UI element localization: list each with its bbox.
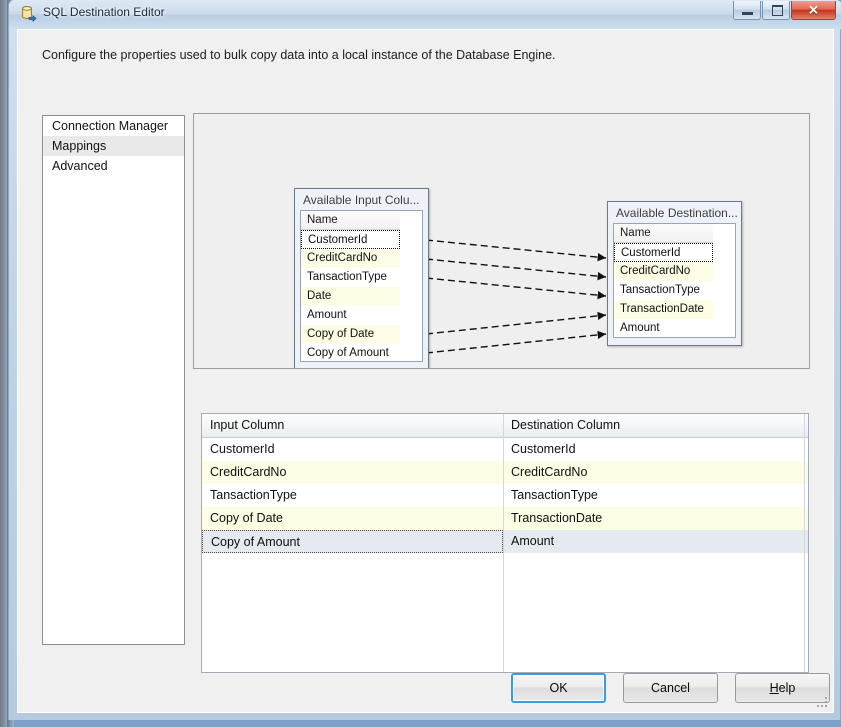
grid-cell-input[interactable]: Copy of Date [210, 511, 283, 525]
grid-right-edge [804, 414, 805, 672]
input-row-copy-of-date[interactable]: Copy of Date [301, 325, 400, 344]
nav-item-mappings[interactable]: Mappings [43, 136, 184, 156]
page-description: Configure the properties used to bulk co… [42, 48, 556, 62]
maximize-button[interactable] [762, 1, 790, 20]
grid-cell-destination[interactable]: TransactionDate [511, 511, 603, 525]
input-column-header: Name [301, 211, 400, 230]
input-row-amount[interactable]: Amount [307, 309, 347, 321]
table-row[interactable]: CustomerId CustomerId [202, 438, 808, 461]
available-input-columns-list[interactable]: Name CustomerId CreditCardNo TansactionT… [300, 210, 423, 362]
destination-row-amount[interactable]: Amount [620, 322, 660, 334]
grid-header-destination-column[interactable]: Destination Column [511, 418, 621, 432]
background-window-edge [0, 0, 7, 727]
grid-cell-destination[interactable]: CreditCardNo [511, 465, 588, 479]
available-destination-columns-list[interactable]: Name CustomerId CreditCardNo TansactionT… [613, 223, 736, 338]
connector-line[interactable] [425, 277, 607, 300]
grid-cell-input[interactable]: Copy of Amount [202, 530, 503, 553]
mapping-connector-lines [425, 239, 607, 354]
caption-button-group: ✕ [733, 1, 836, 20]
destination-row-transactiondate[interactable]: TransactionDate [614, 300, 713, 319]
grid-cell-destination[interactable]: CustomerId [511, 442, 576, 456]
table-row[interactable]: Copy of Date TransactionDate [202, 507, 808, 530]
column-mapping-grid[interactable]: Input Column Destination Column Customer… [201, 413, 809, 673]
table-row[interactable]: Copy of Amount Amount [202, 530, 808, 553]
input-row-customerid[interactable]: CustomerId [301, 230, 400, 249]
connector-line[interactable] [425, 239, 607, 262]
table-row[interactable]: CreditCardNo CreditCardNo [202, 461, 808, 484]
available-destination-columns-box[interactable]: Available Destination... Name CustomerId… [607, 201, 742, 346]
nav-item-advanced[interactable]: Advanced [52, 159, 108, 173]
grid-header-row: Input Column Destination Column [202, 414, 808, 438]
close-icon: ✕ [808, 2, 819, 18]
grid-cell-destination[interactable]: Amount [511, 534, 555, 548]
help-button[interactable]: Help [735, 673, 830, 703]
available-input-columns-title: Available Input Colu... [303, 193, 420, 207]
dialog-client-area: Configure the properties used to bulk co… [17, 29, 834, 713]
connector-line[interactable] [425, 258, 607, 281]
grid-cell-destination[interactable]: TansactionType [511, 488, 598, 502]
ok-button[interactable]: OK [511, 673, 606, 703]
input-row-copy-of-amount[interactable]: Copy of Amount [307, 347, 389, 359]
minimize-button[interactable] [733, 1, 761, 20]
destination-row-customerid[interactable]: CustomerId [614, 243, 713, 262]
destination-column-header: Name [614, 224, 713, 243]
database-destination-icon [20, 5, 38, 23]
navigation-list[interactable]: Connection Manager Mappings Advanced [42, 115, 185, 645]
grid-header-input-column[interactable]: Input Column [210, 418, 285, 432]
help-accelerator: H [769, 681, 779, 695]
grid-column-divider[interactable] [503, 414, 504, 672]
available-input-columns-box[interactable]: Available Input Colu... Name CustomerId … [294, 188, 429, 368]
available-destination-columns-title: Available Destination... [616, 206, 738, 220]
grid-cell-input[interactable]: TansactionType [210, 488, 297, 502]
help-label: Help [770, 681, 796, 695]
cancel-button[interactable]: Cancel [623, 673, 718, 703]
destination-row-creditcardno[interactable]: CreditCardNo [614, 262, 713, 281]
grid-cell-input[interactable]: CustomerId [210, 442, 275, 456]
destination-row-tansactiontype[interactable]: TansactionType [620, 284, 700, 296]
connector-line[interactable] [425, 330, 607, 354]
resize-grip[interactable] [817, 697, 829, 709]
window-title: SQL Destination Editor [43, 5, 165, 19]
title-bar[interactable]: SQL Destination Editor ✕ [9, 0, 841, 29]
minimize-icon [742, 12, 753, 15]
input-row-date[interactable]: Date [301, 287, 400, 306]
close-button[interactable]: ✕ [791, 1, 836, 20]
dialog-window: SQL Destination Editor ✕ Configure the p… [8, 0, 841, 720]
grid-cell-input[interactable]: CreditCardNo [210, 465, 287, 479]
nav-item-connection-manager[interactable]: Connection Manager [52, 119, 169, 133]
input-row-creditcardno[interactable]: CreditCardNo [301, 249, 400, 268]
help-label-rest: elp [778, 681, 796, 695]
input-row-tansactiontype[interactable]: TansactionType [307, 271, 387, 283]
mapping-diagram-panel[interactable]: Available Input Colu... Name CustomerId … [193, 113, 810, 369]
maximize-icon [772, 5, 783, 16]
table-row[interactable]: TansactionType TansactionType [202, 484, 808, 507]
connector-line[interactable] [425, 311, 607, 335]
